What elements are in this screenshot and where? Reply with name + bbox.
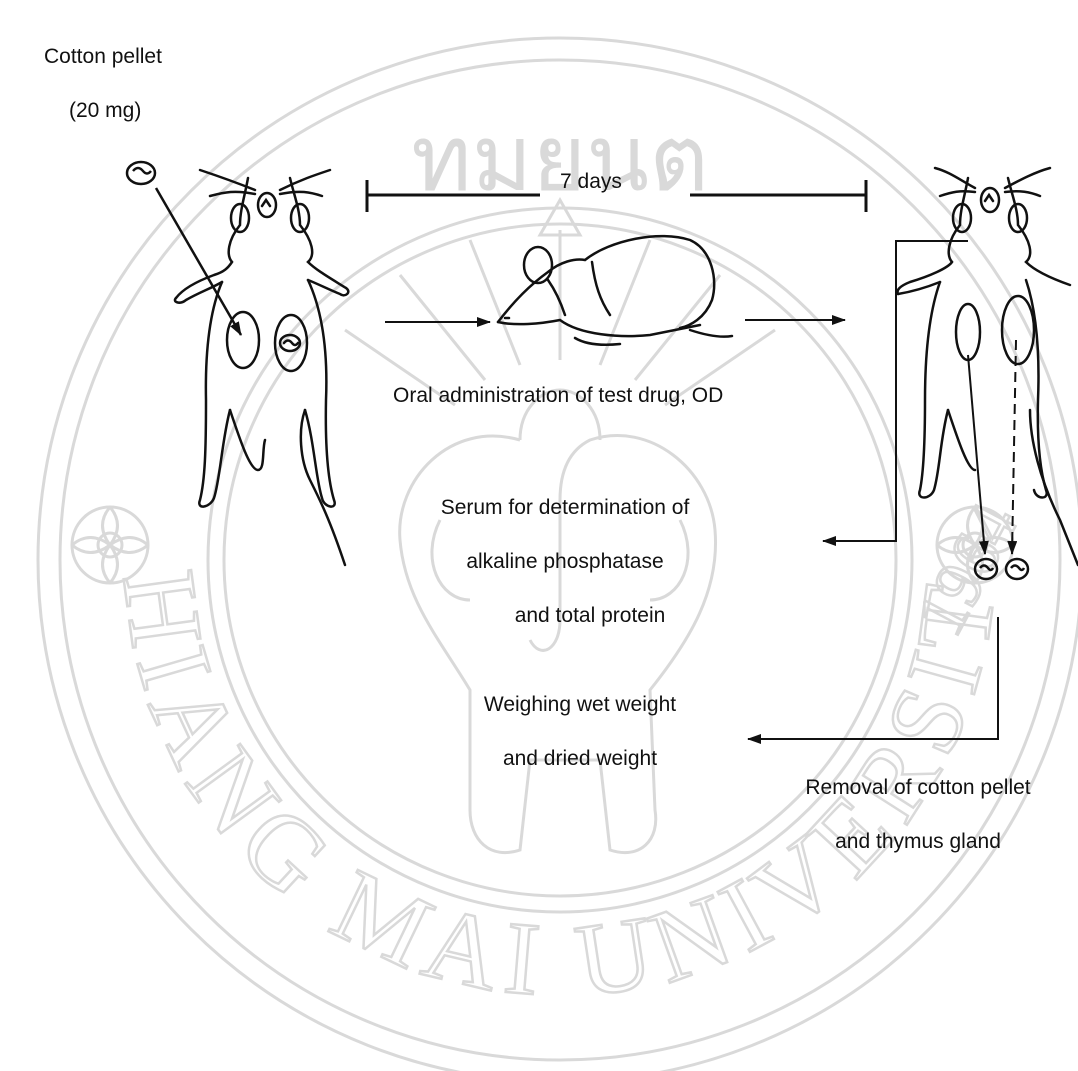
- serum-label-line-3: and total protein: [440, 605, 740, 626]
- cotton-pellet-icon: [127, 162, 155, 184]
- pellet-arrow-left: [968, 355, 985, 554]
- oral-administration-label: Oral administration of test drug, OD: [393, 385, 723, 406]
- removal-label-line-2: and thymus gland: [758, 831, 1078, 852]
- weighing-arrow: [748, 617, 998, 739]
- rat-dissected-icon: [898, 168, 1078, 565]
- weighing-label-line-1: Weighing wet weight: [430, 694, 730, 715]
- implant-arrow: [156, 188, 241, 335]
- pellet-arrow-right: [1012, 340, 1016, 554]
- serum-label-line-1: Serum for determination of: [390, 497, 740, 518]
- rat-dosing-icon: [498, 236, 732, 345]
- cotton-pellet-label: Cotton pellet: [44, 46, 162, 67]
- rat-implanted-icon: [175, 170, 348, 565]
- serum-label-line-2: alkaline phosphatase: [390, 551, 740, 572]
- serum-collection-arrow: [823, 241, 968, 541]
- removal-label-line-1: Removal of cotton pellet: [758, 777, 1078, 798]
- duration-label: 7 days: [560, 171, 622, 192]
- cotton-pellet-dose: (20 mg): [69, 100, 141, 121]
- removed-pellets-icon: [975, 559, 1028, 579]
- weighing-label-line-2: and dried weight: [430, 748, 730, 769]
